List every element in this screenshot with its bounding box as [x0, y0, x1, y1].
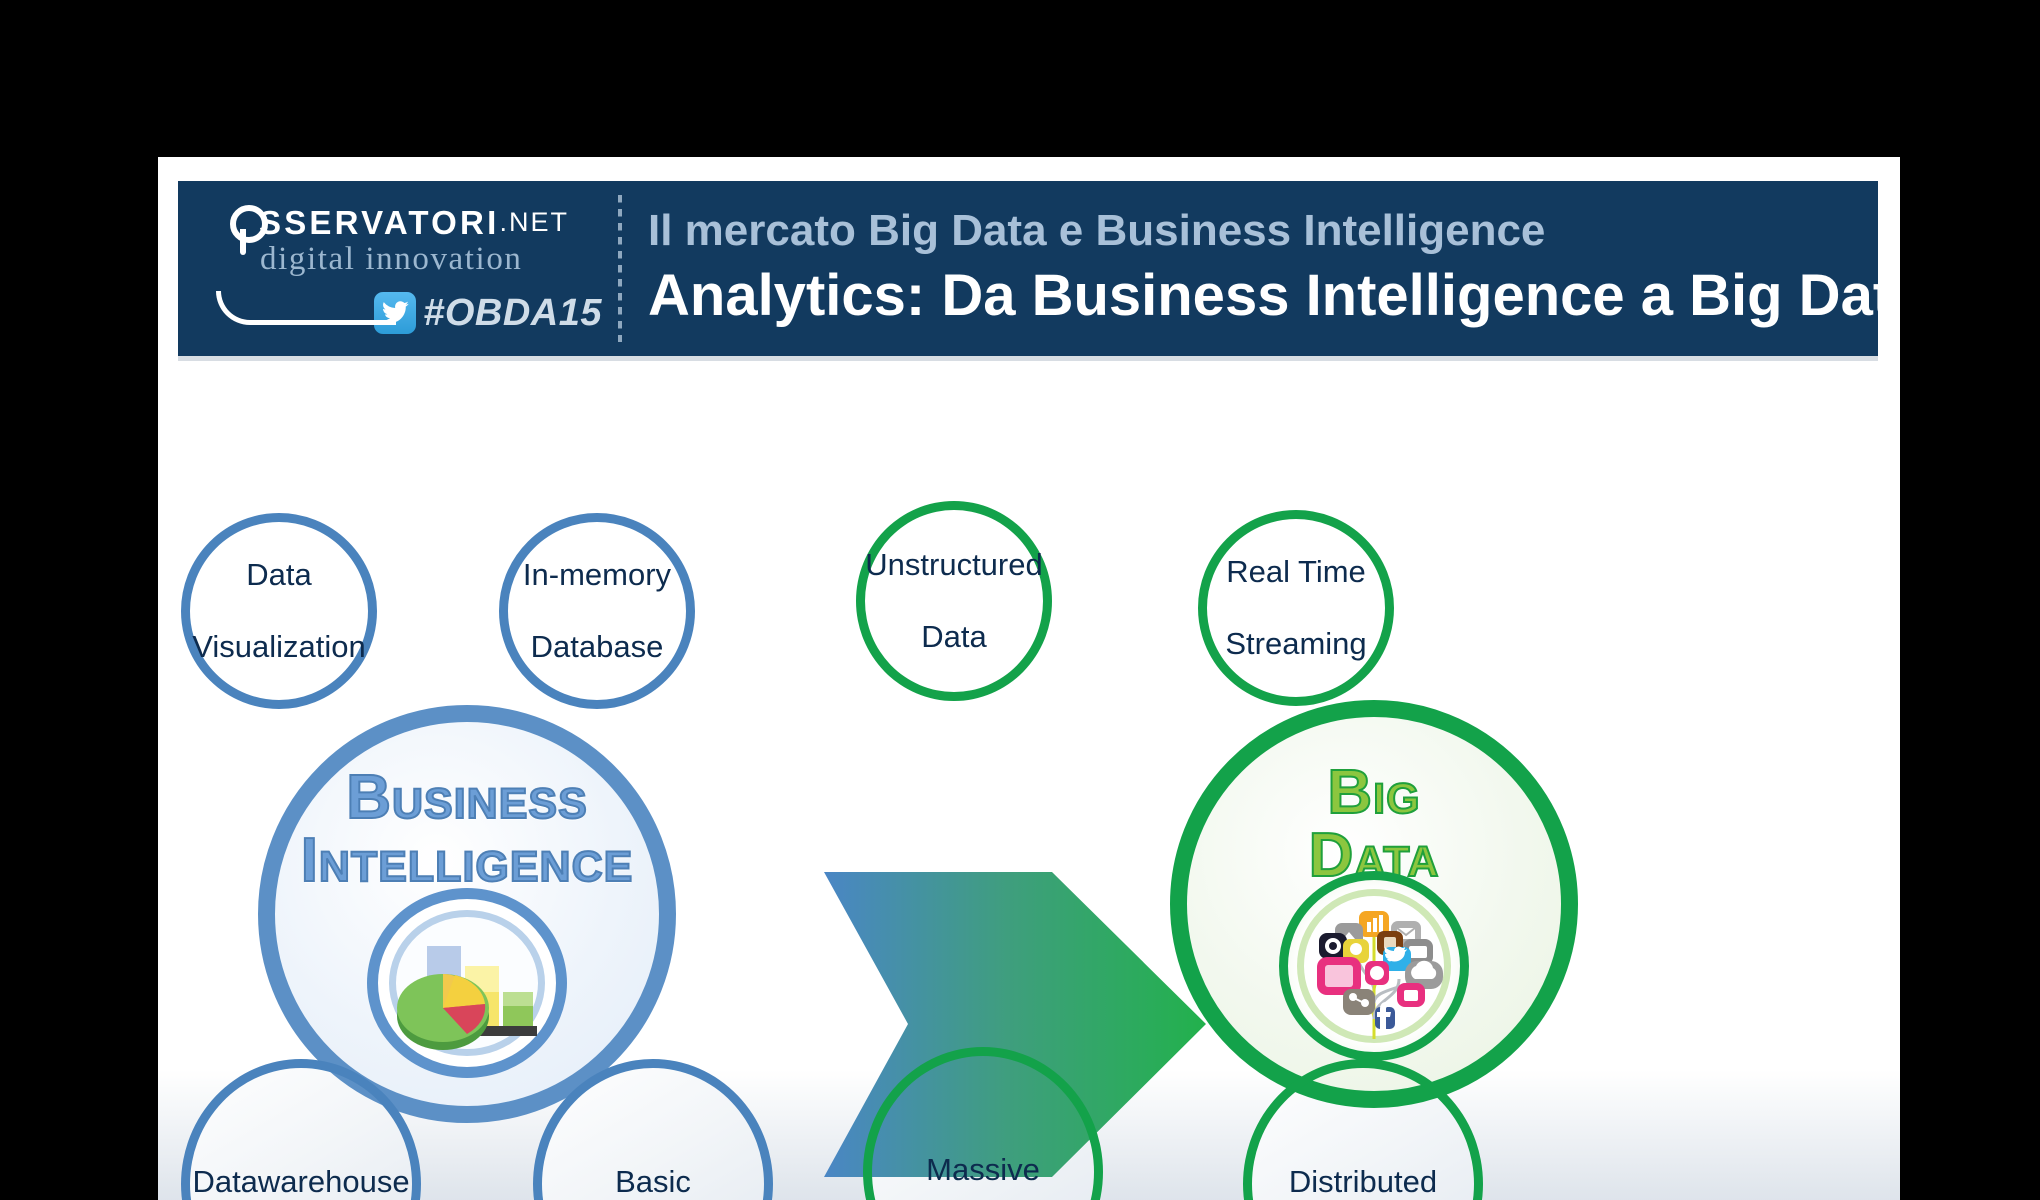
osservatori-logo: SSERVATORI.NET digital innovation #OBDA1…	[178, 181, 618, 356]
header-underline	[178, 356, 1878, 361]
bd-hub-label-line1: Big	[1326, 758, 1421, 827]
slide-subtitle: Il mercato Big Data e Business Intellige…	[648, 205, 1546, 255]
bubble-label: MassiveParallel	[926, 1152, 1040, 1188]
logo-swoosh-decoration	[216, 291, 396, 325]
slide-header: SSERVATORI.NET digital innovation #OBDA1…	[178, 181, 1900, 356]
header-titles: Il mercato Big Data e Business Intellige…	[648, 181, 1900, 356]
header-dotted-divider	[618, 195, 622, 342]
logo-brand-text: SSERVATORI	[259, 203, 500, 241]
logo-brand-suffix: .NET	[499, 206, 569, 237]
bi-hub-label-line1: Business	[345, 763, 588, 832]
diagram-canvas: Business Intelligence	[158, 367, 1900, 1200]
pie-bar-chart-icon	[367, 888, 567, 1078]
social-apps-tree-icon	[1279, 871, 1469, 1061]
bubble-label: DistributedFile System	[1288, 1164, 1438, 1200]
event-hashtag: #OBDA15	[423, 292, 602, 334]
bi-hub-label-line2: Intelligence	[300, 826, 634, 896]
big-data-hub[interactable]: Big Data	[1170, 700, 1578, 1108]
bubble-label: DatawarehouseTradizionali	[192, 1164, 410, 1200]
business-intelligence-hub[interactable]: Business Intelligence	[258, 705, 676, 1123]
magnifier-o-icon	[228, 205, 268, 255]
logo-brand-line: SSERVATORI.NET	[228, 203, 602, 255]
slide-canvas: SSERVATORI.NET digital innovation #OBDA1…	[158, 157, 1900, 1200]
bubble-label: BasicAnalytics	[615, 1164, 691, 1200]
slide-title: Analytics: Da Business Intelligence a Bi…	[648, 263, 1900, 329]
logo-tagline: digital innovation	[260, 241, 523, 277]
